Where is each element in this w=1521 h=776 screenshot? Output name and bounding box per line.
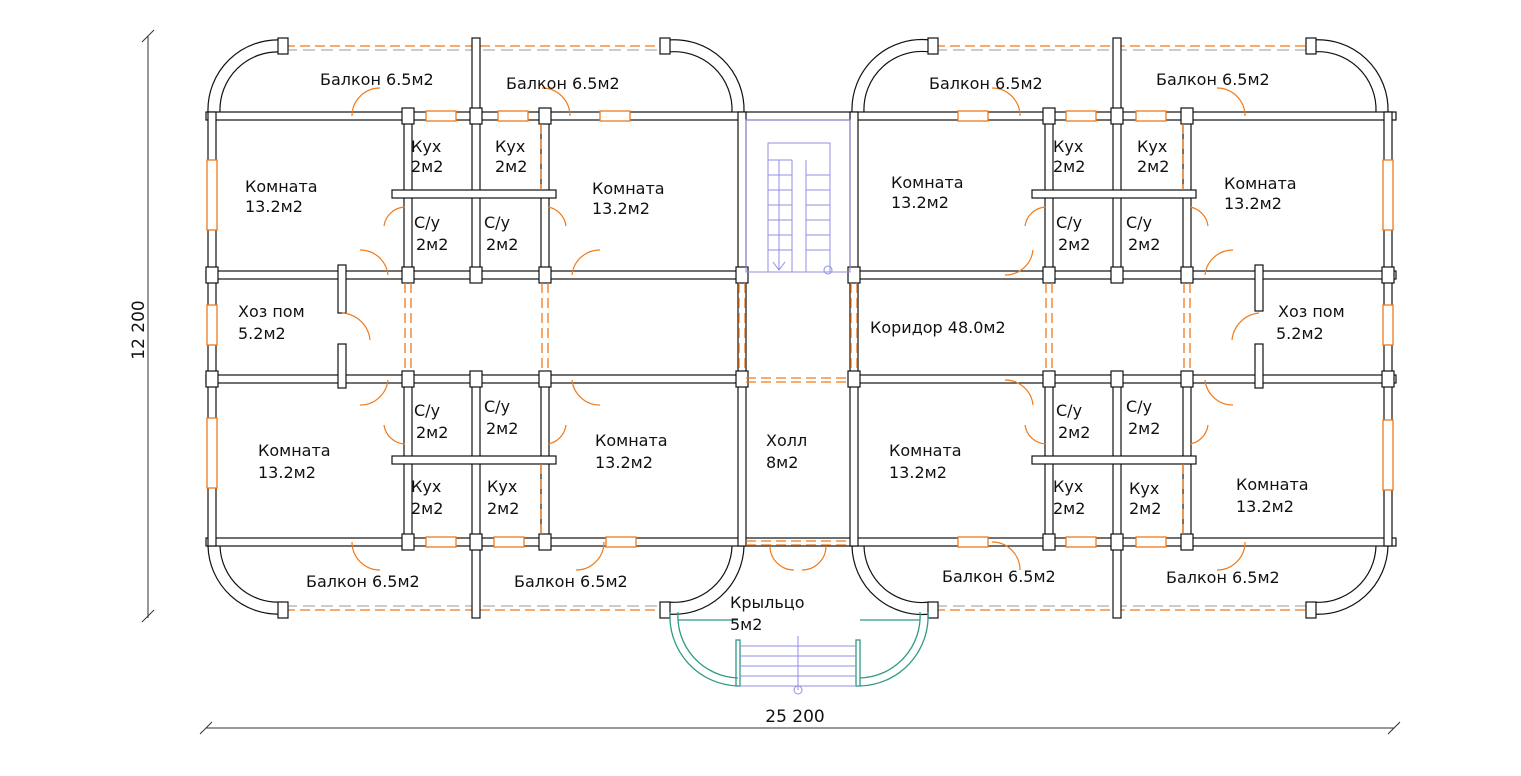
dimension-width: 25 200 [199,707,1401,735]
corner-arc-walls [207,37,1389,619]
balcony-label-tr1: Балкон 6.5м2 [929,74,1043,93]
balcony-label-tr2: Балкон 6.5м2 [1156,70,1270,89]
porch-steps [669,611,929,695]
corridor-label: Коридор 48.0м2 [870,318,1006,337]
dimension-width-label: 25 200 [765,707,824,727]
balcony-label-bl1: Балкон 6.5м2 [306,572,420,591]
balcony-label-bl2: Балкон 6.5м2 [514,572,628,591]
walls [205,37,1397,619]
windows [206,110,1394,548]
balcony-railings [285,45,1310,611]
balcony-label-tl1: Балкон 6.5м2 [320,70,434,89]
dashed-partitions [404,124,1191,546]
room-labels: Балкон 6.5м2 Балкон 6.5м2 Балкон 6.5м2 Б… [238,70,1345,634]
balcony-label-br2: Балкон 6.5м2 [1166,568,1280,587]
balcony-label-tl2: Балкон 6.5м2 [506,74,620,93]
dimension-height-label: 12 200 [129,300,149,359]
doors [341,87,1260,571]
balcony-label-br1: Балкон 6.5м2 [942,567,1056,586]
dimension-height: 12 200 [129,29,155,623]
staircase [745,119,851,275]
